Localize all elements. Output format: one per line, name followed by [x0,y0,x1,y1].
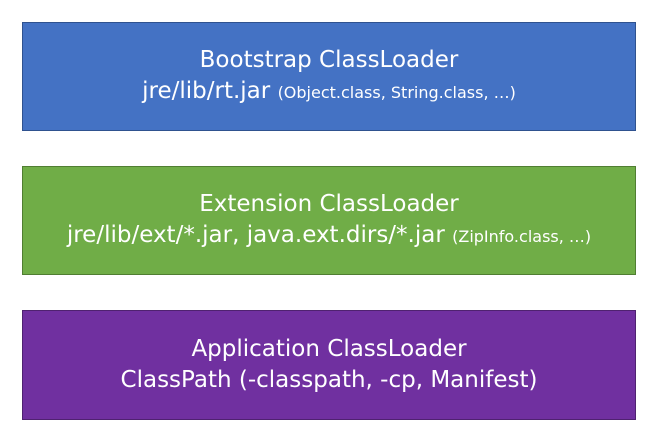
bootstrap-classloader-path-line: jre/lib/rt.jar (Object.class, String.cla… [142,76,516,108]
extension-classloader-note: (ZipInfo.class, …) [452,227,592,246]
application-classloader-title: Application ClassLoader [191,336,467,362]
application-classloader-path: ClassPath (-classpath, -cp, Manifest) [120,367,538,393]
extension-classloader-path: jre/lib/ext/*.jar, java.ext.dirs/*.jar [66,222,445,248]
extension-classloader-title: Extension ClassLoader [199,191,459,217]
application-classloader-box: Application ClassLoader ClassPath (-clas… [22,310,636,420]
application-classloader-path-line: ClassPath (-classpath, -cp, Manifest) [121,365,538,396]
bootstrap-classloader-note: (Object.class, String.class, …) [277,83,516,102]
bootstrap-classloader-title: Bootstrap ClassLoader [199,47,459,73]
bootstrap-classloader-box: Bootstrap ClassLoader jre/lib/rt.jar (Ob… [22,22,636,131]
extension-classloader-box: Extension ClassLoader jre/lib/ext/*.jar,… [22,166,636,275]
bootstrap-classloader-path: jre/lib/rt.jar [142,78,271,104]
extension-classloader-path-line: jre/lib/ext/*.jar, java.ext.dirs/*.jar (… [67,220,591,252]
